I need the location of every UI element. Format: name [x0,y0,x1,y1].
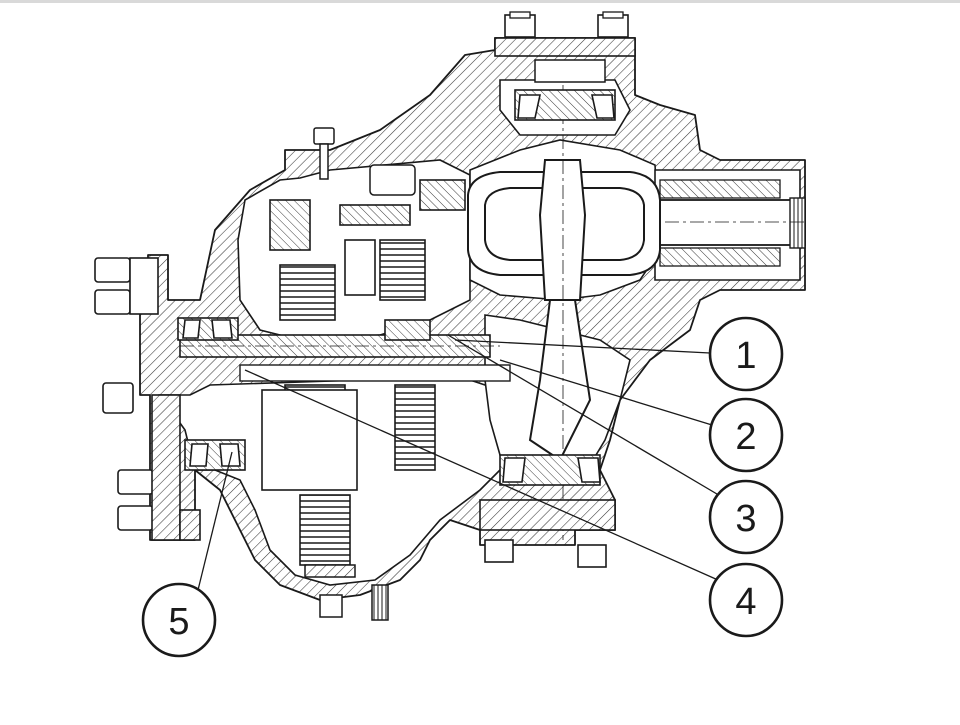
top-flange [494,11,636,83]
housing-outline [139,37,806,601]
gears [261,199,436,566]
callout-label-4: 4 [735,581,756,623]
leader-line-5 [197,451,233,591]
callout-label-3: 3 [735,498,756,540]
callout-1: 1 [708,316,784,392]
bearings [177,89,616,486]
callout-5: 5 [141,582,217,658]
leader-lines [197,334,723,591]
plugs [304,127,416,621]
callout-2: 2 [708,397,784,473]
left-bolts [94,257,201,541]
output-shaft [640,179,806,267]
callout-label-2: 2 [735,416,756,458]
callout-3: 3 [708,479,784,555]
callout-4: 4 [708,562,784,638]
leader-line-1 [454,339,711,354]
callout-label-5: 5 [168,601,189,643]
leader-line-2 [499,359,713,426]
leader-line-3 [447,334,723,498]
bearing-mid [339,179,466,341]
leader-line-4 [244,369,719,581]
top-border [0,0,960,3]
bearing-top [514,89,616,121]
bearing-bottom [499,454,601,486]
bearing-left-upper [177,317,239,341]
callouts: 1 2 3 4 5 [141,316,784,658]
bearing-left-lower [184,439,246,471]
yoke [467,60,661,540]
callout-label-1: 1 [735,335,756,377]
